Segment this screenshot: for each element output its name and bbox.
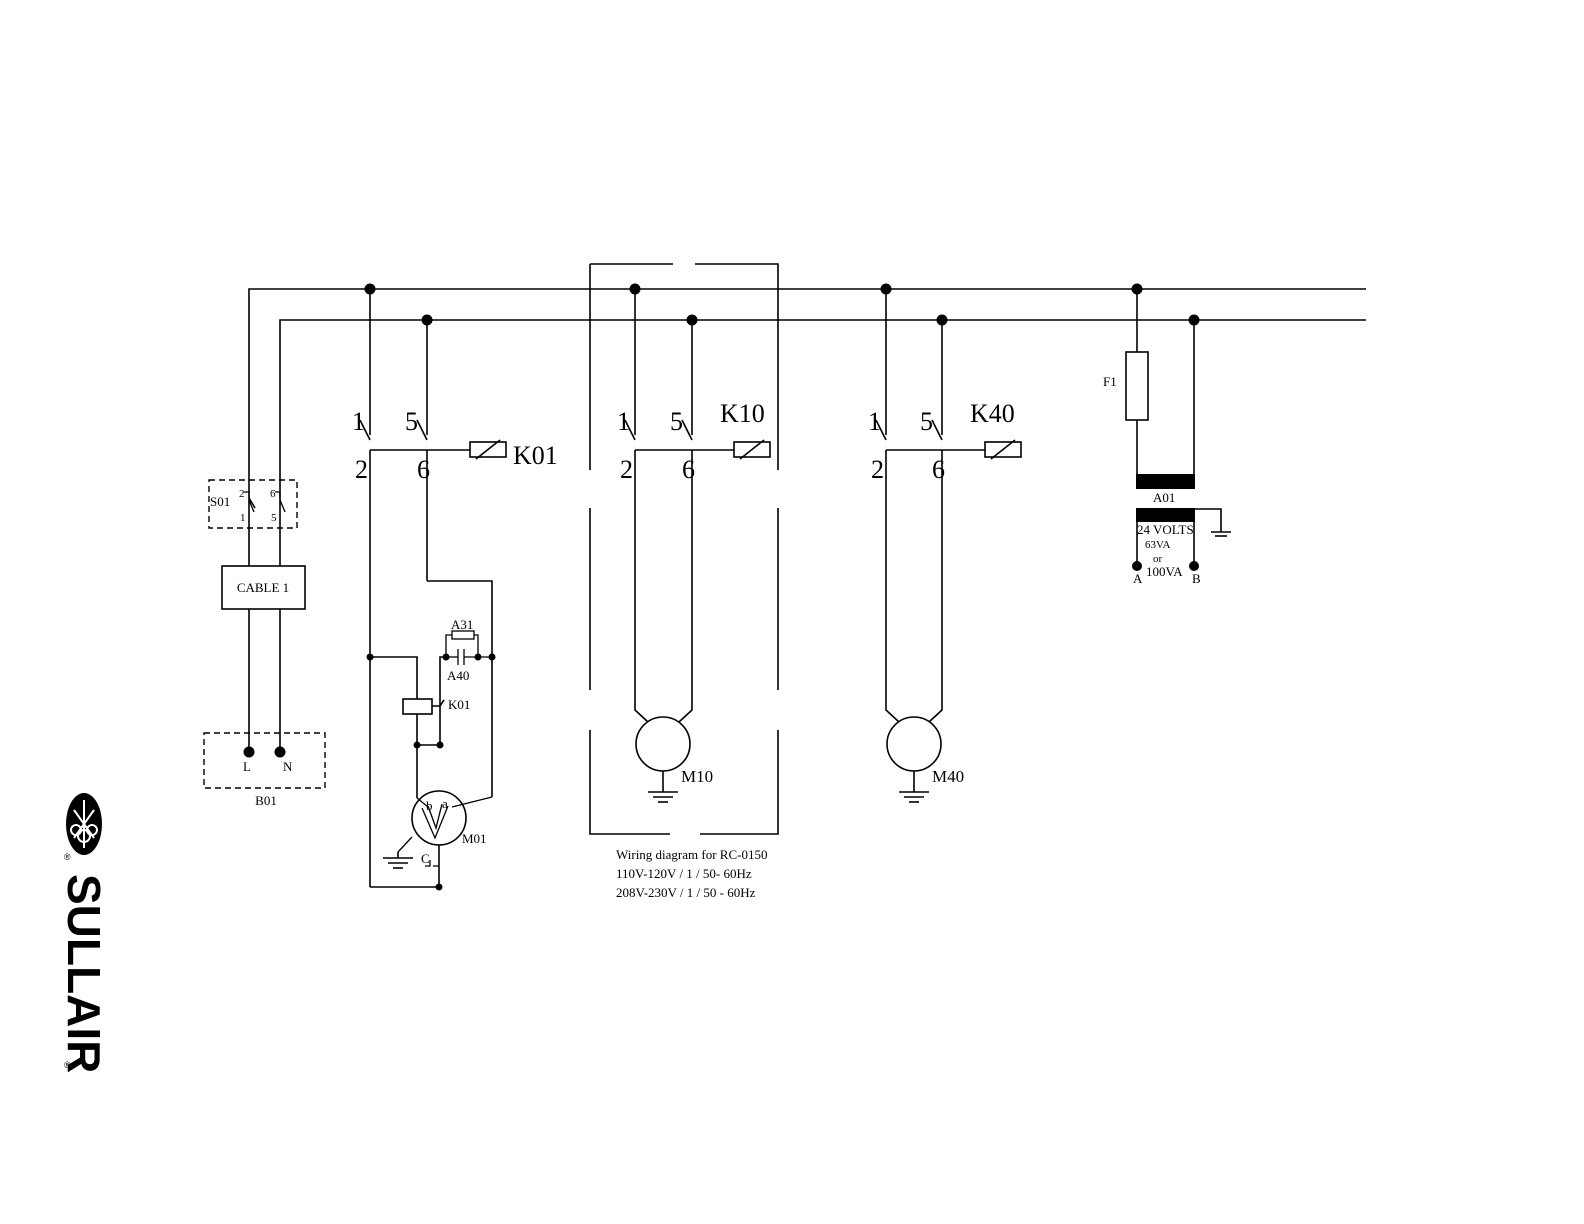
k40-terminal-6: 6 <box>932 455 945 484</box>
cable-1: CABLE 1 <box>222 566 305 609</box>
k10-terminal-1: 1 <box>617 407 630 436</box>
m01-b-label: b <box>426 798 433 813</box>
transformer-100va: 100VA <box>1146 564 1183 579</box>
transformer-63va: 63VA <box>1145 539 1171 551</box>
s01-terminal-2: 2 <box>239 488 245 500</box>
a01-label: A01 <box>1153 490 1175 505</box>
m40-label: M40 <box>932 767 964 786</box>
caption-line-3: 208V-230V / 1 / 50 - 60Hz <box>616 885 756 900</box>
f1-label: F1 <box>1103 374 1117 389</box>
m10-label: M10 <box>681 767 713 786</box>
m01-c-label: C <box>421 851 430 866</box>
k40-terminal-1: 1 <box>868 407 881 436</box>
s01-terminal-6: 6 <box>270 488 276 500</box>
control-circuit: A31 A40 K01 b a C M01 <box>367 581 496 891</box>
k40-terminal-2: 2 <box>871 455 884 484</box>
contactor-k40: 1 5 2 6 K40 <box>868 289 1021 722</box>
s01-label: S01 <box>210 494 230 509</box>
k10-enclosure <box>590 264 778 834</box>
caption-line-2: 110V-120V / 1 / 50- 60Hz <box>616 866 752 881</box>
k10-terminal-5: 5 <box>670 407 683 436</box>
motor-m40: M40 <box>887 717 964 802</box>
k10-terminal-2: 2 <box>620 455 633 484</box>
switch-s01: S01 2 1 6 5 <box>209 480 297 528</box>
k01-label: K01 <box>513 441 558 470</box>
terminal-a-label: A <box>1133 571 1143 586</box>
transformer-volts: 24 VOLTS <box>1137 522 1194 537</box>
supply-n-label: N <box>283 759 293 774</box>
s01-terminal-1: 1 <box>240 512 246 524</box>
m01-a-label: a <box>442 796 448 811</box>
k40-terminal-5: 5 <box>920 407 933 436</box>
k01-relay-label: K01 <box>448 697 470 712</box>
k10-terminal-6: 6 <box>682 455 695 484</box>
motor-m10: M10 <box>636 717 713 802</box>
k40-label: K40 <box>970 399 1015 428</box>
contactor-k01: 1 5 2 6 K01 <box>352 289 558 887</box>
supply-b01: L N B01 <box>204 733 325 808</box>
transformer-a01: F1 A01 24 VOLTS 63VA or 100VA A B <box>1103 289 1231 586</box>
supply-l-label: L <box>243 759 251 774</box>
a31-label: A31 <box>451 617 473 632</box>
k10-label: K10 <box>720 399 765 428</box>
contactor-k10: 1 5 2 6 K10 <box>617 289 770 722</box>
registered-mark-top: ® <box>64 852 71 862</box>
diagram-caption: Wiring diagram for RC-0150 110V-120V / 1… <box>616 847 767 900</box>
k01-terminal-5: 5 <box>405 407 418 436</box>
a40-label: A40 <box>447 668 469 683</box>
cable-label: CABLE 1 <box>237 580 289 595</box>
m01-label: M01 <box>462 831 487 846</box>
registered-mark-bottom: ® <box>64 1060 71 1070</box>
caption-line-1: Wiring diagram for RC-0150 <box>616 847 767 862</box>
k01-terminal-6: 6 <box>417 455 430 484</box>
terminal-b-label: B <box>1192 571 1201 586</box>
brand-wordmark: SULLAIR <box>64 874 104 1072</box>
k01-terminal-1: 1 <box>352 407 365 436</box>
s01-terminal-5: 5 <box>271 512 277 524</box>
k01-terminal-2: 2 <box>355 455 368 484</box>
supply-b01-label: B01 <box>255 793 277 808</box>
sullair-logo: ® SULLAIR ® <box>64 792 104 1072</box>
